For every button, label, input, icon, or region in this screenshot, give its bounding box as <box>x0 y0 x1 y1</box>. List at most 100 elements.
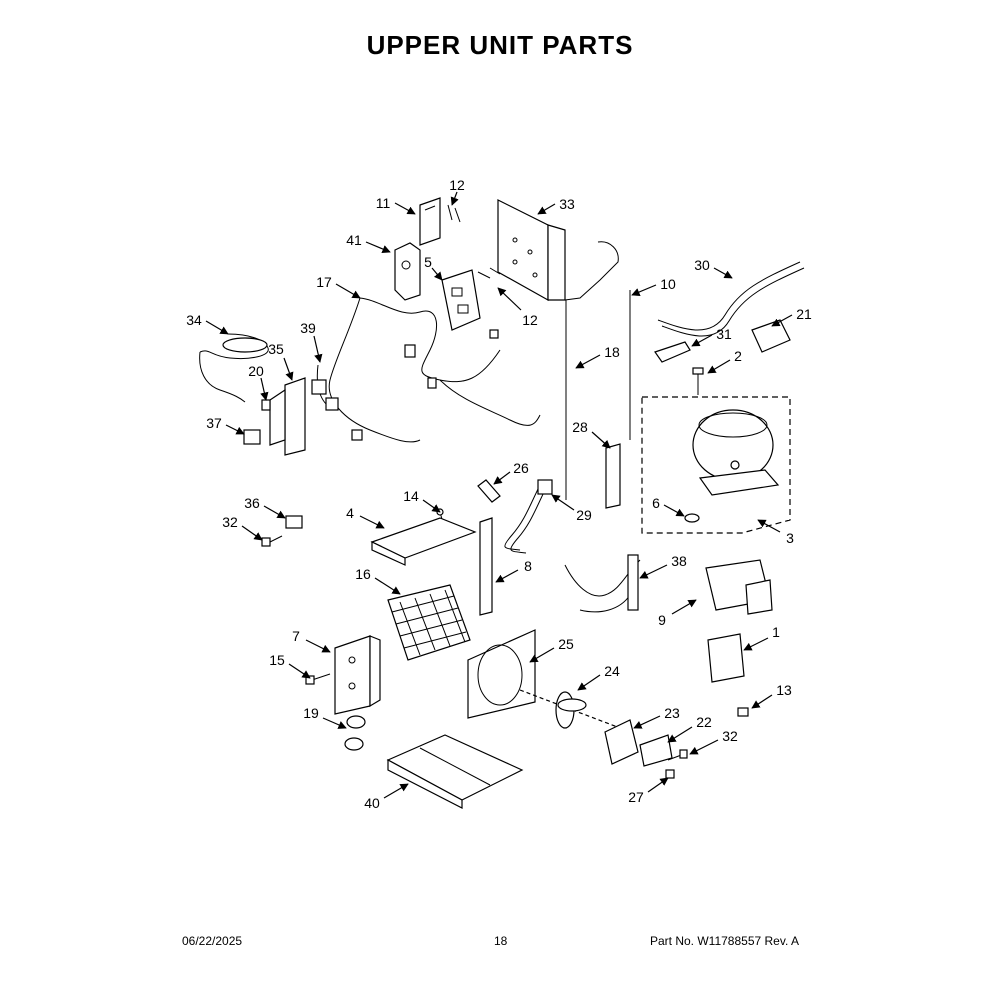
footer-page-number: 18 <box>494 934 508 948</box>
callout-leader-c40 <box>383 783 409 799</box>
callout-number-c26: 26 <box>513 460 529 476</box>
part-13-tag <box>737 707 749 717</box>
callout-number-c29: 29 <box>576 507 592 523</box>
callout-c21: 21 <box>771 306 812 327</box>
callout-c10: 10 <box>631 276 676 296</box>
callout-number-c10: 10 <box>660 276 676 292</box>
callout-leader-c34 <box>205 320 229 335</box>
part-4-cover <box>370 517 477 566</box>
callout-leader-c37 <box>225 424 245 435</box>
callout-number-c3: 3 <box>786 530 794 546</box>
callout-c6: 6 <box>652 495 685 517</box>
part-30-tube <box>657 261 805 337</box>
part-11-bracket <box>419 197 441 246</box>
callout-leader-c9 <box>671 599 697 615</box>
part-24-fan-blade <box>519 689 621 729</box>
callout-leader-c6 <box>663 504 685 517</box>
part-16-condenser <box>387 584 471 661</box>
part-34-cord <box>199 333 269 403</box>
callout-c8: 8 <box>495 558 532 583</box>
callout-c16: 16 <box>355 566 401 595</box>
part-25-shroud <box>467 629 536 719</box>
part-5-control-board <box>441 269 481 331</box>
callout-number-c11: 11 <box>376 195 391 211</box>
callout-number-c19: 19 <box>303 705 319 721</box>
callout-number-c34: 34 <box>186 312 202 328</box>
callout-c3: 3 <box>757 519 794 546</box>
callout-number-c37: 37 <box>206 415 222 431</box>
callout-c30: 30 <box>694 257 733 279</box>
part-17-wire-harness <box>328 297 541 443</box>
callout-number-c16: 16 <box>355 566 371 582</box>
callout-number-c15: 15 <box>269 652 285 668</box>
callout-leader-c32a <box>241 525 263 541</box>
callout-leader-c24 <box>577 674 601 691</box>
part-37-switch <box>243 429 261 445</box>
callout-number-c5: 5 <box>424 254 432 270</box>
callout-number-c32a: 32 <box>222 514 238 530</box>
callout-c7: 7 <box>292 628 331 653</box>
callout-number-c20: 20 <box>248 363 264 379</box>
part-28-bracket <box>605 443 621 509</box>
part-29-valve <box>504 479 553 554</box>
part-40-base-pan <box>386 734 524 809</box>
callout-c5: 5 <box>424 254 443 281</box>
callout-c2: 2 <box>707 348 742 374</box>
part-7-bracket <box>334 635 381 715</box>
callout-leader-c36 <box>263 505 286 519</box>
callout-leader-c22 <box>667 726 693 743</box>
part-38-tubing <box>564 554 641 613</box>
part-15-screw <box>305 673 331 685</box>
callout-leader-c18 <box>575 354 601 369</box>
callout-c33: 33 <box>537 196 575 215</box>
callout-leader-c16 <box>374 577 401 595</box>
callout-leader-c27 <box>647 777 669 793</box>
callout-c41: 41 <box>346 232 391 253</box>
callout-number-c7: 7 <box>292 628 300 644</box>
callout-leader-c4 <box>359 515 385 529</box>
part-3-compressor <box>641 396 791 534</box>
callout-leader-c1 <box>743 637 769 651</box>
part-22-bracket <box>639 734 673 767</box>
callout-c31: 31 <box>691 326 732 347</box>
callout-c22: 22 <box>667 714 712 743</box>
callout-c32b: 32 <box>689 728 738 755</box>
callout-c23: 23 <box>633 705 680 729</box>
callout-c14: 14 <box>403 488 441 513</box>
page-title: UPPER UNIT PARTS <box>366 30 634 60</box>
part-1-board <box>707 633 745 683</box>
part-12-screws <box>447 204 501 279</box>
callout-number-c24: 24 <box>604 663 620 679</box>
callout-leader-c30 <box>713 267 733 279</box>
callout-leader-c32b <box>689 739 719 755</box>
callout-leader-c7 <box>305 639 331 653</box>
callout-number-c28: 28 <box>572 419 588 435</box>
part-6-foot <box>684 513 700 523</box>
callout-number-c6: 6 <box>652 495 660 511</box>
callout-leader-c23 <box>633 715 661 729</box>
callout-number-c36: 36 <box>244 495 260 511</box>
part-27-screw <box>665 769 675 779</box>
callout-leader-c33 <box>537 203 556 215</box>
callout-number-c12a: 12 <box>449 177 465 193</box>
callout-leader-c26 <box>493 471 511 485</box>
callout-c32a: 32 <box>222 514 263 541</box>
callout-leader-c14 <box>422 499 441 513</box>
callout-c37: 37 <box>206 415 245 435</box>
callout-c25: 25 <box>529 636 574 663</box>
footer-date: 06/22/2025 <box>182 934 243 948</box>
callout-leader-c17 <box>335 283 361 299</box>
callout-c17: 17 <box>316 274 361 299</box>
callout-c39: 39 <box>300 320 323 363</box>
part-35-bracket <box>269 377 306 456</box>
callout-leader-c2 <box>707 359 731 374</box>
part-20-clip <box>261 399 271 411</box>
callout-number-c35: 35 <box>268 341 284 357</box>
callout-c28: 28 <box>572 419 611 449</box>
part-39-connector <box>311 364 339 411</box>
callout-leader-c31 <box>691 334 713 347</box>
callout-leader-c29 <box>551 494 575 511</box>
callout-c35: 35 <box>268 341 294 381</box>
callout-leader-c5 <box>431 267 443 281</box>
